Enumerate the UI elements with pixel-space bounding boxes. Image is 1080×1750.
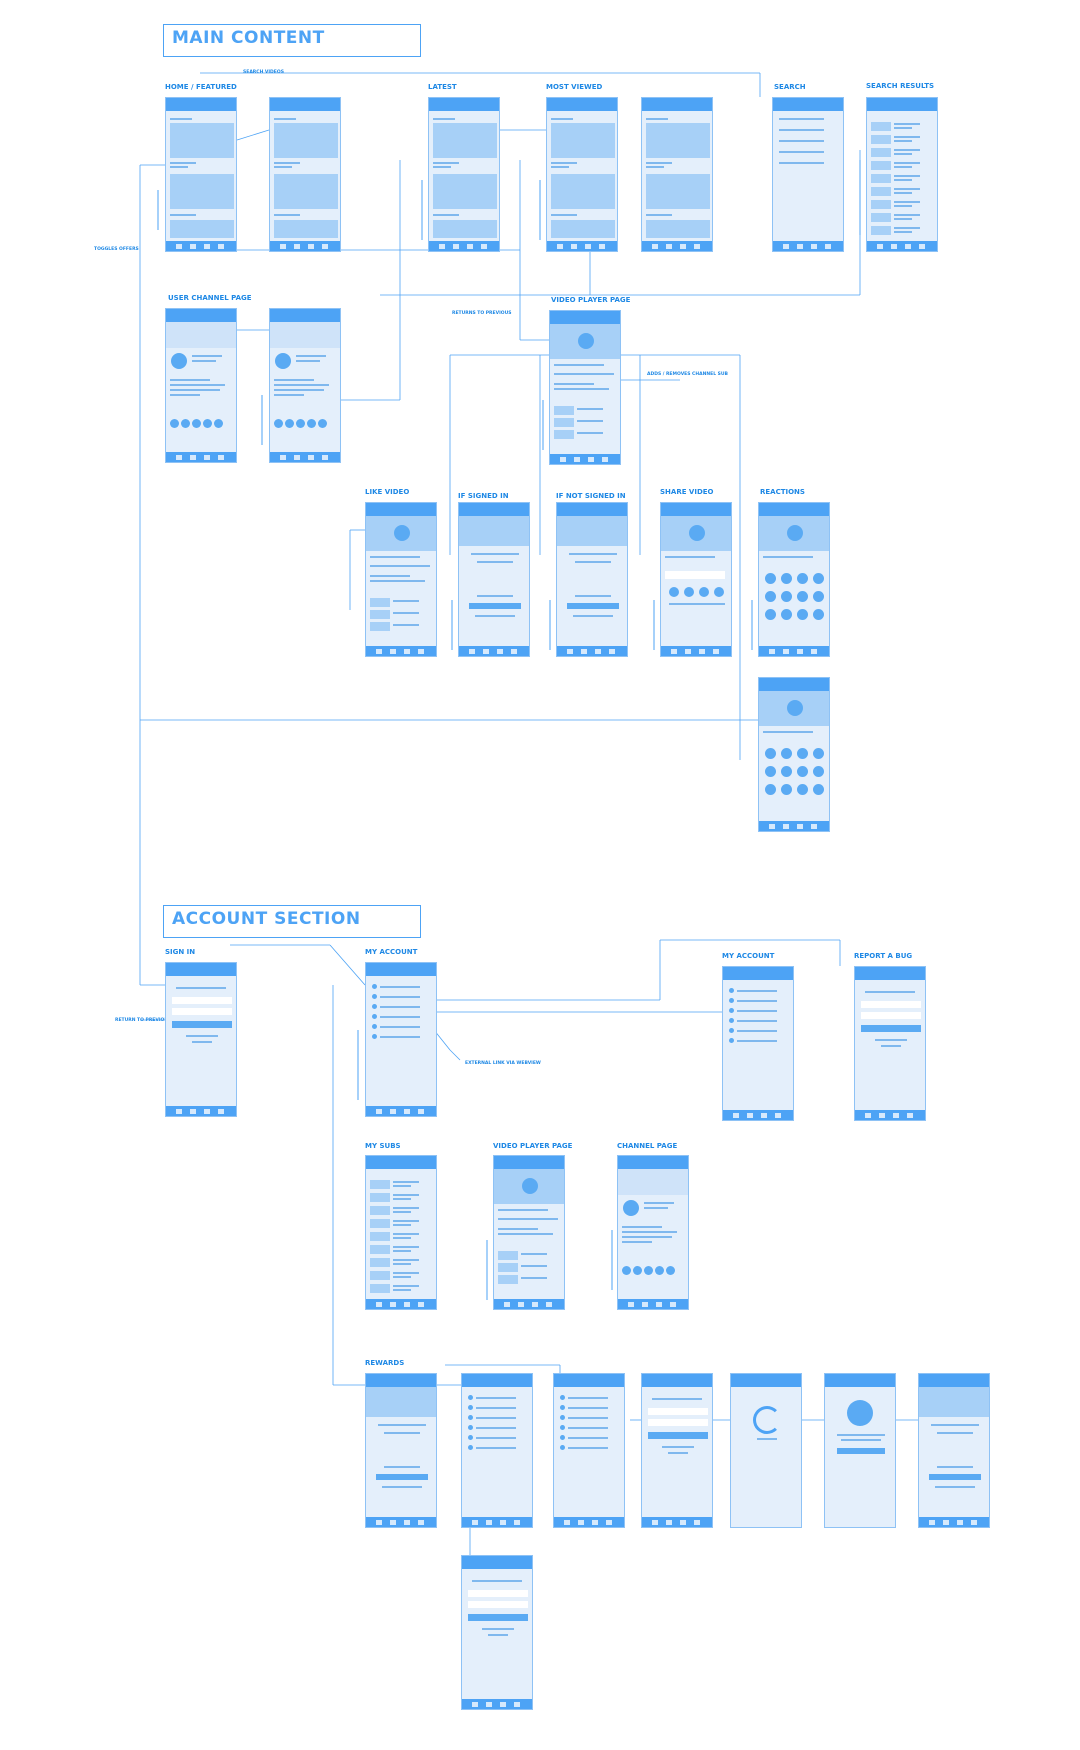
phone-most-viewed — [546, 97, 618, 252]
phone-report-bug — [854, 966, 926, 1121]
label-sign-in: SIGN IN — [165, 948, 196, 956]
phone-rewards-success — [824, 1373, 896, 1528]
phone-home-featured — [165, 97, 237, 252]
label-search-results: SEARCH RESULTS — [866, 82, 935, 90]
phone-search — [772, 97, 844, 252]
label-my-account: MY ACCOUNT — [365, 948, 418, 956]
phone-rewards-zero — [918, 1373, 990, 1528]
connector-line — [449, 1049, 461, 1061]
note-external-link-via-webview: EXTERNAL LINK VIA WEBVIEW — [465, 1061, 541, 1066]
phone-reactions-2 — [758, 677, 830, 832]
label-home-featured: HOME / FEATURED — [165, 83, 237, 91]
phone-video-player — [549, 310, 621, 465]
phone-my-subs — [365, 1155, 437, 1310]
phone-rewards — [365, 1373, 437, 1528]
phone-if-signed-in — [458, 502, 530, 657]
label-report-a-bug: REPORT A BUG — [854, 952, 913, 960]
phone-user-channel — [165, 308, 237, 463]
phone-rewards-choose — [461, 1373, 533, 1528]
label-like-video: LIKE VIDEO — [365, 488, 410, 496]
label-rewards: REWARDS — [365, 1359, 405, 1367]
note-search-videos: SEARCH VIDEOS — [243, 70, 284, 75]
label-reactions: REACTIONS — [760, 488, 805, 496]
label-if-not-signed-in: IF NOT SIGNED IN — [556, 492, 626, 500]
label-user-channel-page: USER CHANNEL PAGE — [168, 294, 252, 302]
phone-my-account — [365, 962, 437, 1117]
label-channel-page: CHANNEL PAGE — [617, 1142, 678, 1150]
phone-home-featured-2 — [269, 97, 341, 252]
label-search: SEARCH — [774, 83, 806, 91]
label-my-subs: MY SUBS — [365, 1142, 401, 1150]
phone-rewards-exchange — [641, 1373, 713, 1528]
label-video-player-page-2: VIDEO PLAYER PAGE — [493, 1142, 573, 1150]
phone-if-not-signed-in — [556, 502, 628, 657]
phone-rewards-choose-2 — [553, 1373, 625, 1528]
label-most-viewed: MOST VIEWED — [546, 83, 603, 91]
connector-line — [236, 129, 270, 141]
section-main-content: MAIN CONTENT — [163, 24, 421, 57]
note-adds-removes-channel-sub: ADDS / REMOVES CHANNEL SUB — [647, 372, 728, 377]
phone-channel-page — [617, 1155, 689, 1310]
phone-user-channel-2 — [269, 308, 341, 463]
note-return-to-previous: RETURN TO PREVIOUS — [115, 1018, 172, 1023]
phone-my-account-detail — [722, 966, 794, 1121]
connector-line — [329, 944, 366, 986]
note-toggles-offers: TOGGLES OFFERS — [94, 247, 139, 252]
phone-rewards-add-account — [461, 1555, 533, 1710]
label-if-signed-in: IF SIGNED IN — [458, 492, 509, 500]
label-video-player-page: VIDEO PLAYER PAGE — [551, 296, 631, 304]
phone-share-video — [660, 502, 732, 657]
section-account: ACCOUNT SECTION — [163, 905, 421, 938]
phone-reactions — [758, 502, 830, 657]
phone-sign-in — [165, 962, 237, 1117]
phone-most-viewed-menu — [641, 97, 713, 252]
phone-like-video — [365, 502, 437, 657]
phone-search-results — [866, 97, 938, 252]
phone-video-player-2 — [493, 1155, 565, 1310]
phone-latest — [428, 97, 500, 252]
note-returns-to-previous: RETURNS TO PREVIOUS — [452, 311, 512, 316]
label-share-video: SHARE VIDEO — [660, 488, 714, 496]
label-latest: LATEST — [428, 83, 457, 91]
label-my-account-detail: MY ACCOUNT — [722, 952, 775, 960]
phone-rewards-loading — [730, 1373, 802, 1528]
